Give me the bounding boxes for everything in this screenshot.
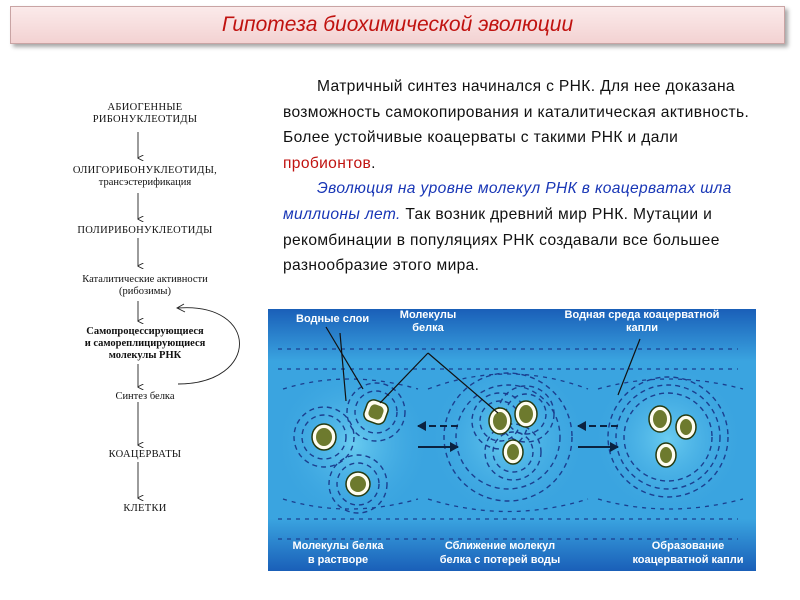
label-droplet-2: коацерватной капли: [632, 554, 743, 566]
abiogenic-line-1: АБИОГЕННЫЕ: [107, 102, 183, 113]
self-line-3: молекулы РНК: [108, 350, 182, 361]
protein-molecules-converging: [488, 400, 538, 465]
label-protein-molecules-2: белка: [412, 322, 444, 334]
glow-left: [273, 364, 433, 524]
evolution-flowchart: АБИОГЕННЫЕ РИБОНУКЛЕОТИДЫ ОЛИГОРИБОНУКЛЕ…: [60, 102, 250, 522]
label-water-layers: Водные слои: [296, 313, 369, 325]
protein-core: [507, 444, 519, 460]
polyribonucleotides: ПОЛИРИБОНУКЛЕОТИДЫ: [77, 225, 213, 236]
protein-molecules-solution: [311, 399, 389, 497]
label-converging-2: белка с потерей воды: [440, 554, 561, 566]
protein-core: [653, 410, 667, 428]
label-aqueous-medium-2: капли: [626, 322, 658, 334]
catalytic-line-2: (рибозимы): [119, 286, 171, 297]
paragraph-2-text: Так возник древний мир РНК. Мутации и ре…: [283, 205, 720, 275]
paragraph-1: Матричный синтез начинался с РНК. Для не…: [283, 74, 753, 176]
process-arrows: [417, 421, 619, 452]
protein-core: [368, 404, 384, 420]
paragraph-1-end: .: [371, 154, 376, 172]
label-aqueous-medium-1: Водная среда коацерватной: [565, 309, 720, 321]
label-solution-2: в растворе: [308, 554, 368, 566]
coacervate-figure: Водные слои Молекулы белка Водная среда …: [268, 309, 756, 571]
oligo-line-1: ОЛИГОРИБОНУКЛЕОТИДЫ,: [72, 165, 218, 176]
flowchart-arrows: [60, 132, 240, 522]
protein-core: [519, 405, 533, 423]
label-droplet-1: Образование: [652, 540, 725, 552]
oligo-line-2: трансэстерификация: [98, 177, 192, 188]
cells: КЛЕТКИ: [123, 503, 167, 514]
coacervates: КОАЦЕРВАТЫ: [108, 449, 182, 460]
protein-core: [660, 447, 672, 463]
dispersed-water-dashes: [278, 348, 744, 540]
title-bar: Гипотеза биохимической эволюции: [10, 6, 785, 44]
glow-right: [590, 361, 746, 517]
protein-molecules-coacervate: [648, 405, 697, 468]
paragraph-2: Эволюция на уровне молекул РНК в коацерв…: [283, 176, 753, 278]
label-pointer-lines: [325, 326, 641, 414]
feedback-loop-arrow: [177, 307, 240, 385]
protein-core: [350, 476, 366, 492]
label-converging-1: Сближение молекул: [445, 540, 555, 552]
abiogenic-ribonucleotides: АБИОГЕННЫЕ РИБОНУКЛЕОТИДЫ: [60, 102, 230, 126]
rna-evolution-highlight: Эволюция на уровне молекул РНК в коацерв…: [283, 180, 732, 223]
paragraph-1-text: Матричный синтез начинался с РНК. Для не…: [283, 78, 750, 147]
protein-synthesis: Синтез белка: [115, 391, 175, 402]
body-text: Матричный синтез начинался с РНК. Для не…: [283, 74, 753, 279]
self-line-1: Самопроцессирующиеся: [86, 326, 204, 337]
coacervate-illustration: Водные слои Молекулы белка Водная среда …: [268, 309, 756, 571]
self-line-2: и самореплицирующиеся: [84, 338, 206, 349]
catalytic-line-1: Каталитические активности: [82, 274, 208, 285]
probionts-highlight: пробионтов: [283, 154, 372, 172]
protein-core: [493, 412, 507, 430]
slide-title: Гипотеза биохимической эволюции: [221, 13, 574, 36]
feedback-loop-head: [176, 303, 186, 313]
catalytic-activities: Каталитические активности (рибозимы): [60, 274, 230, 298]
abiogenic-line-2: РИБОНУКЛЕОТИДЫ: [92, 114, 198, 125]
protein-core: [680, 419, 692, 435]
label-protein-molecules-1: Молекулы: [400, 309, 456, 321]
self-replicating-rna: Самопроцессирующиеся и самореплицирующие…: [60, 326, 230, 362]
protein-core: [316, 428, 332, 446]
oligoribonucleotides: ОЛИГОРИБОНУКЛЕОТИДЫ, трансэстерификация: [60, 165, 230, 189]
label-solution-1: Молекулы белка: [292, 540, 384, 552]
